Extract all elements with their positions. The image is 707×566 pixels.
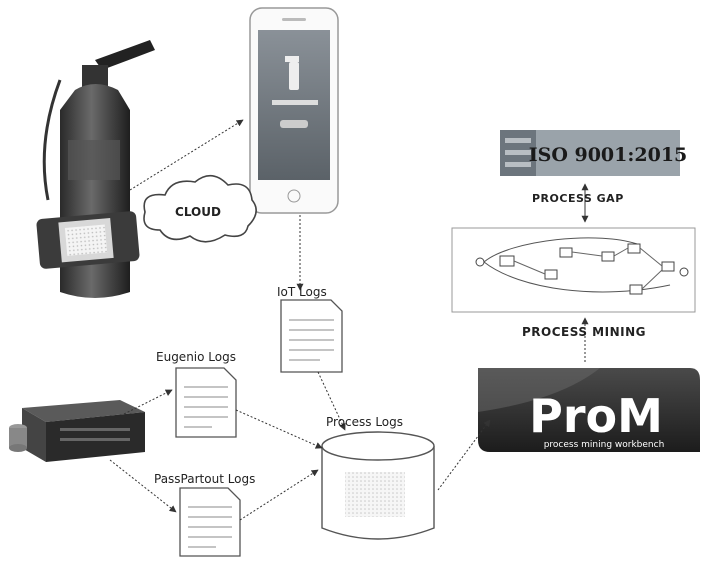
smartphone-icon — [250, 8, 338, 213]
process-gap-label: PROCESS GAP — [532, 192, 624, 205]
database-icon — [322, 432, 434, 539]
nfc-tag-icon — [36, 211, 140, 270]
document-icon — [176, 368, 236, 437]
passpartout-logs-label: PassPartout Logs — [154, 472, 255, 486]
prom-logo-text: ProM — [529, 389, 663, 443]
process-logs-label: Process Logs — [326, 415, 403, 429]
document-icon — [180, 488, 240, 556]
server-icon — [9, 400, 145, 462]
eugenio-logs-label: Eugenio Logs — [156, 350, 236, 364]
process-model-icon — [452, 228, 695, 312]
document-icon — [281, 300, 342, 372]
iso-label: ISO 9001:2015 — [529, 144, 688, 166]
prom-tagline: process mining workbench — [544, 440, 665, 450]
process-mining-label: PROCESS MINING — [522, 325, 646, 339]
iot-logs-label: IoT Logs — [277, 285, 327, 299]
cloud-label: CLOUD — [175, 205, 221, 219]
